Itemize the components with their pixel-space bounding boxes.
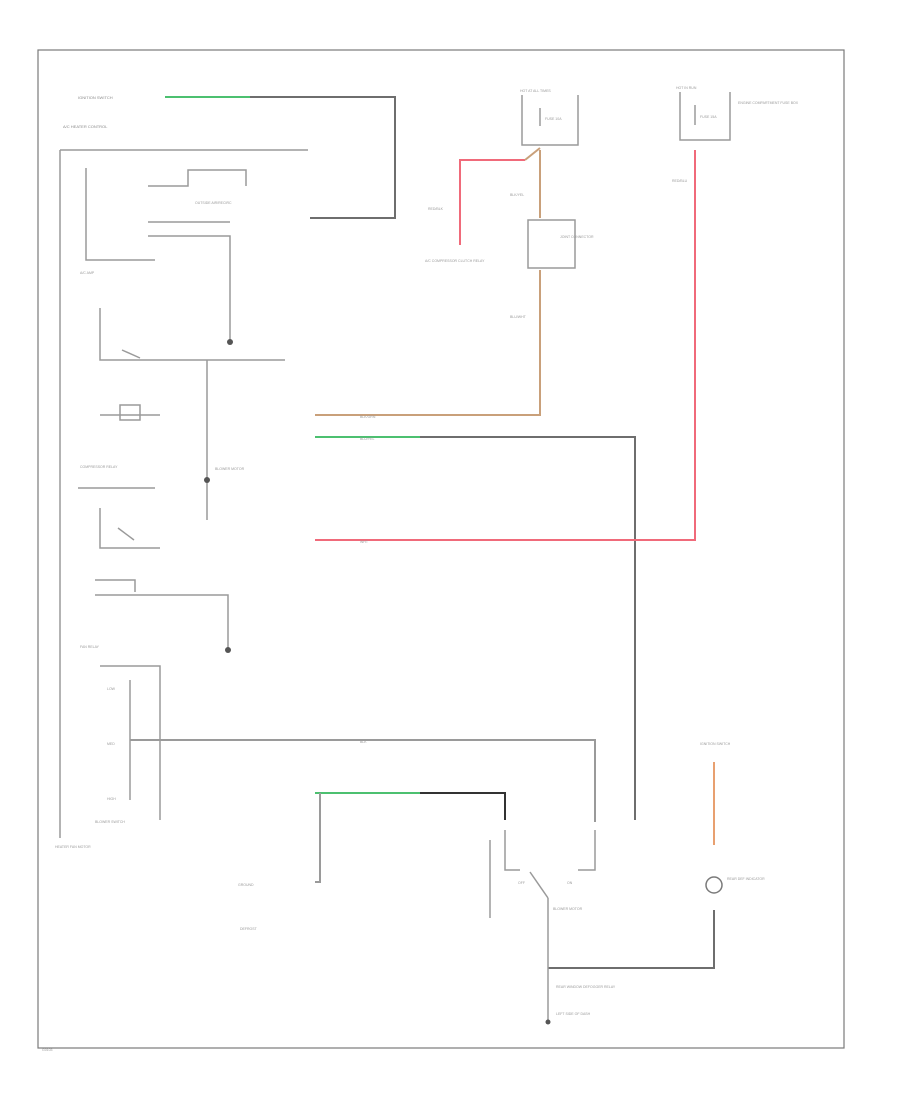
label-heater-fan-motor: HEATER FAN MOTOR xyxy=(55,845,91,849)
fan-relay-coil-line xyxy=(95,594,229,648)
ac-control-box xyxy=(85,168,155,261)
label-wire-code-2: RED/BLK xyxy=(428,207,444,211)
label-fuse-right-detail: FUSE 15A xyxy=(700,115,717,119)
wire-bulb-return xyxy=(548,910,715,969)
label-ignition-switch: IGNITION SWITCH xyxy=(78,95,113,100)
wire-red-right xyxy=(315,150,696,541)
fan-relay-box xyxy=(99,508,160,549)
bs-switch-blade xyxy=(529,871,549,899)
label-med: MED xyxy=(107,742,115,746)
label-ac-compressor-clutch: A/C COMPRESSOR CLUTCH RELAY xyxy=(425,259,485,263)
relay-coil-symbol xyxy=(119,404,141,421)
footer-code: G0103 xyxy=(42,1048,53,1052)
label-relay-bottom: REAR WINDOW DEFOGGER RELAY xyxy=(556,985,616,989)
wire-tan-lower xyxy=(315,270,541,416)
label-wire-code-5: BLK/GRN xyxy=(360,415,376,419)
diagram-frame xyxy=(37,49,845,1049)
ctrl-ground-pin xyxy=(227,339,233,345)
bottom-ground-pin xyxy=(545,1019,551,1025)
label-fuse-right-desc: ENGINE COMPARTMENT FUSE BOX xyxy=(738,101,799,105)
label-wire-code-1: BLK/YEL xyxy=(510,193,524,197)
wire-red-left-fuse xyxy=(459,159,525,245)
wire-tan-fuse-stub xyxy=(524,147,541,161)
label-ground: GROUND xyxy=(238,883,254,887)
label-fuse-right-lower: IGNITION SWITCH xyxy=(700,742,731,746)
wire-gray-right xyxy=(420,436,636,820)
compressor-relay-switch xyxy=(121,349,141,359)
label-joint-connector: JOINT CONNECTOR xyxy=(560,235,594,239)
label-ac-amp: A/C AMP xyxy=(80,271,95,275)
relay-junction-pin xyxy=(204,477,210,483)
fan-relay-ground-pin xyxy=(225,647,231,653)
wire-ignition-gray xyxy=(250,96,396,219)
wire-ground-drop xyxy=(315,793,321,883)
label-blower-switch: BLOWER SWITCH xyxy=(95,820,125,824)
fan-relay-coil xyxy=(95,579,136,592)
compressor-relay-box xyxy=(99,308,285,361)
label-on: ON xyxy=(567,881,573,885)
bs-contact-right xyxy=(578,830,596,871)
wire-black-lower xyxy=(420,792,506,820)
label-off: OFF xyxy=(518,881,525,885)
label-high: HIGH xyxy=(107,797,116,801)
blower-switch-box xyxy=(100,665,161,820)
label-ground-bottom: LEFT SIDE OF DASH xyxy=(556,1012,591,1016)
label-fuse-mid-detail: FUSE 10A xyxy=(545,117,562,121)
fuse-box-right xyxy=(679,92,731,141)
label-wire-code-3: BLU/WHT xyxy=(510,315,527,319)
label-fuse-right: HOT IN RUN xyxy=(676,86,697,90)
label-motor: BLOWER MOTOR xyxy=(553,907,583,911)
label-fuse-mid: HOT AT ALL TIMES xyxy=(520,89,551,93)
fan-relay-switch xyxy=(117,527,135,541)
label-wire-code-7: WHT xyxy=(360,540,369,544)
label-low: LOW xyxy=(107,687,116,691)
label-blower-resistor: BLOWER MOTOR xyxy=(215,467,245,471)
label-wire-code-8: BLK xyxy=(360,740,367,744)
bs-contact-left xyxy=(504,830,520,871)
label-fan-relay: FAN RELAY xyxy=(80,645,100,649)
wire-blower-med xyxy=(130,739,596,822)
ctrl-line-2 xyxy=(148,235,231,340)
label-wire-code-6: BLU/YEL xyxy=(360,437,374,441)
label-outside-air: OUTSIDE AIR/RECIRC xyxy=(195,201,232,205)
fuse-box-mid xyxy=(521,95,579,146)
label-wire-code-4: RED/BLU xyxy=(672,179,688,183)
label-ac-heater-control: A/C HEATER CONTROL xyxy=(63,124,108,129)
label-defrost: DEFROST xyxy=(240,927,258,931)
joint-connector-box xyxy=(527,219,576,269)
label-compressor-relay: COMPRESSOR RELAY xyxy=(80,465,118,469)
label-bulb: REAR DEF INDICATOR xyxy=(727,877,765,881)
indicator-bulb-icon xyxy=(705,876,723,894)
outside-air-switch xyxy=(148,169,247,187)
left-component-group xyxy=(59,149,308,838)
